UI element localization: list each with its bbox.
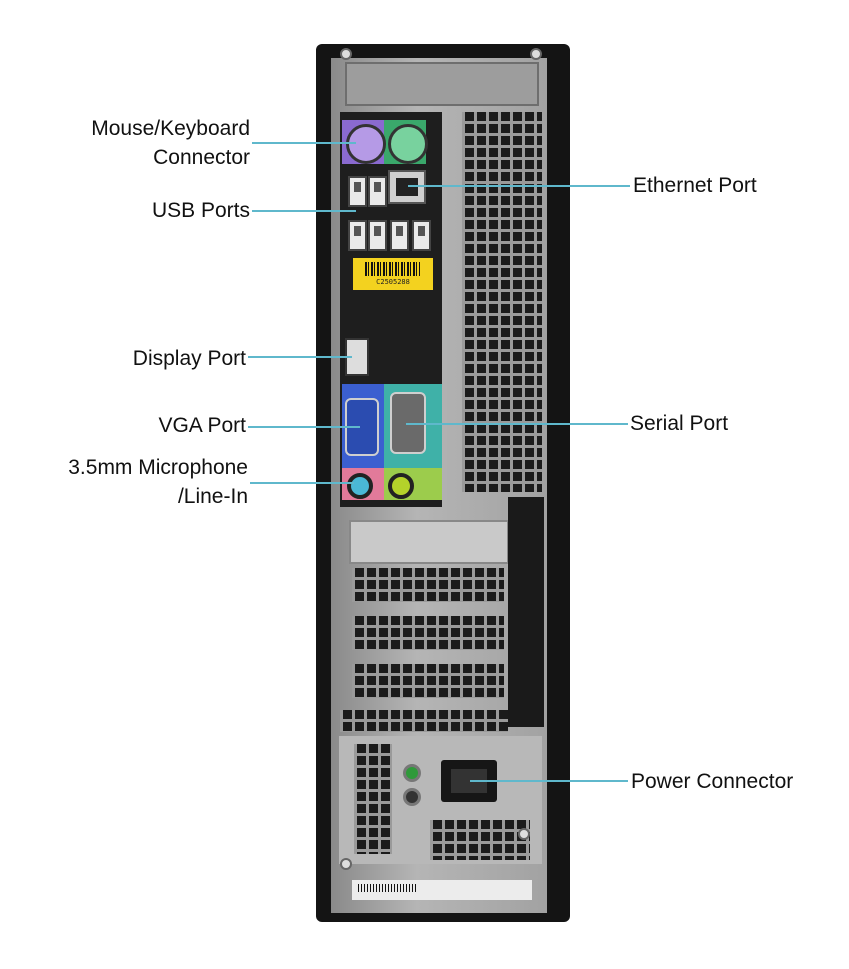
power-socket bbox=[441, 760, 497, 802]
label-microphone-line2: /Line-In bbox=[177, 485, 248, 508]
line-out-jack bbox=[388, 473, 414, 499]
ps2-mouse-port bbox=[346, 124, 386, 164]
usb-port bbox=[368, 176, 387, 207]
ps2-keyboard-port bbox=[388, 124, 428, 164]
top-bracket bbox=[345, 62, 539, 106]
usb-port bbox=[412, 220, 431, 251]
leader-line-microphone bbox=[250, 482, 354, 484]
psu-vent-left bbox=[354, 744, 392, 854]
expansion-slot-cover bbox=[349, 520, 509, 564]
screw-icon bbox=[340, 858, 352, 870]
label-mouse-keyboard: Mouse/Keyboard Connector bbox=[91, 114, 250, 172]
label-ethernet-port: Ethernet Port bbox=[633, 174, 757, 197]
leader-line-display-port bbox=[248, 356, 352, 358]
slot-release-handle bbox=[508, 497, 544, 727]
screw-icon bbox=[518, 828, 530, 840]
microphone-jack bbox=[347, 473, 373, 499]
label-mouse-keyboard-line1: Mouse/Keyboard bbox=[91, 117, 250, 140]
ventilation-grille-upper bbox=[462, 112, 542, 492]
label-power-connector: Power Connector bbox=[631, 770, 794, 793]
leader-line-ethernet bbox=[408, 185, 630, 187]
screw-icon bbox=[340, 48, 352, 60]
psu-test-button bbox=[403, 788, 421, 806]
displayport-connector bbox=[345, 338, 369, 376]
serial-connector bbox=[390, 392, 426, 454]
leader-line-usb bbox=[252, 210, 356, 212]
usb-port bbox=[348, 176, 367, 207]
psu-led-icon bbox=[403, 764, 421, 782]
label-vga-port: VGA Port bbox=[158, 414, 246, 437]
leader-line-mouse-keyboard bbox=[252, 142, 356, 144]
service-tag-text: C2505288 bbox=[376, 278, 410, 286]
expansion-slot-grille bbox=[352, 664, 504, 698]
label-usb-ports: USB Ports bbox=[151, 199, 250, 222]
ventilation-grille-lower bbox=[340, 710, 508, 732]
usb-port bbox=[390, 220, 409, 251]
ethernet-jack bbox=[388, 170, 426, 204]
usb-port bbox=[368, 220, 387, 251]
leader-line-power bbox=[470, 780, 628, 782]
leader-line-vga bbox=[248, 426, 360, 428]
barcode-icon bbox=[358, 884, 418, 892]
label-mouse-keyboard-line2: Connector bbox=[153, 146, 250, 169]
leader-line-serial bbox=[406, 423, 628, 425]
label-display-port: Display Port bbox=[132, 347, 246, 370]
label-microphone-line1: 3.5mm Microphone bbox=[68, 456, 248, 479]
expansion-slot-grille bbox=[352, 616, 504, 650]
expansion-slot-grille bbox=[352, 568, 504, 602]
screw-icon bbox=[530, 48, 542, 60]
psu-vent-bottom bbox=[430, 820, 530, 860]
usb-port bbox=[348, 220, 367, 251]
barcode-icon bbox=[365, 262, 420, 276]
label-microphone: 3.5mm Microphone /Line-In bbox=[68, 453, 248, 511]
label-serial-port: Serial Port bbox=[630, 412, 729, 435]
